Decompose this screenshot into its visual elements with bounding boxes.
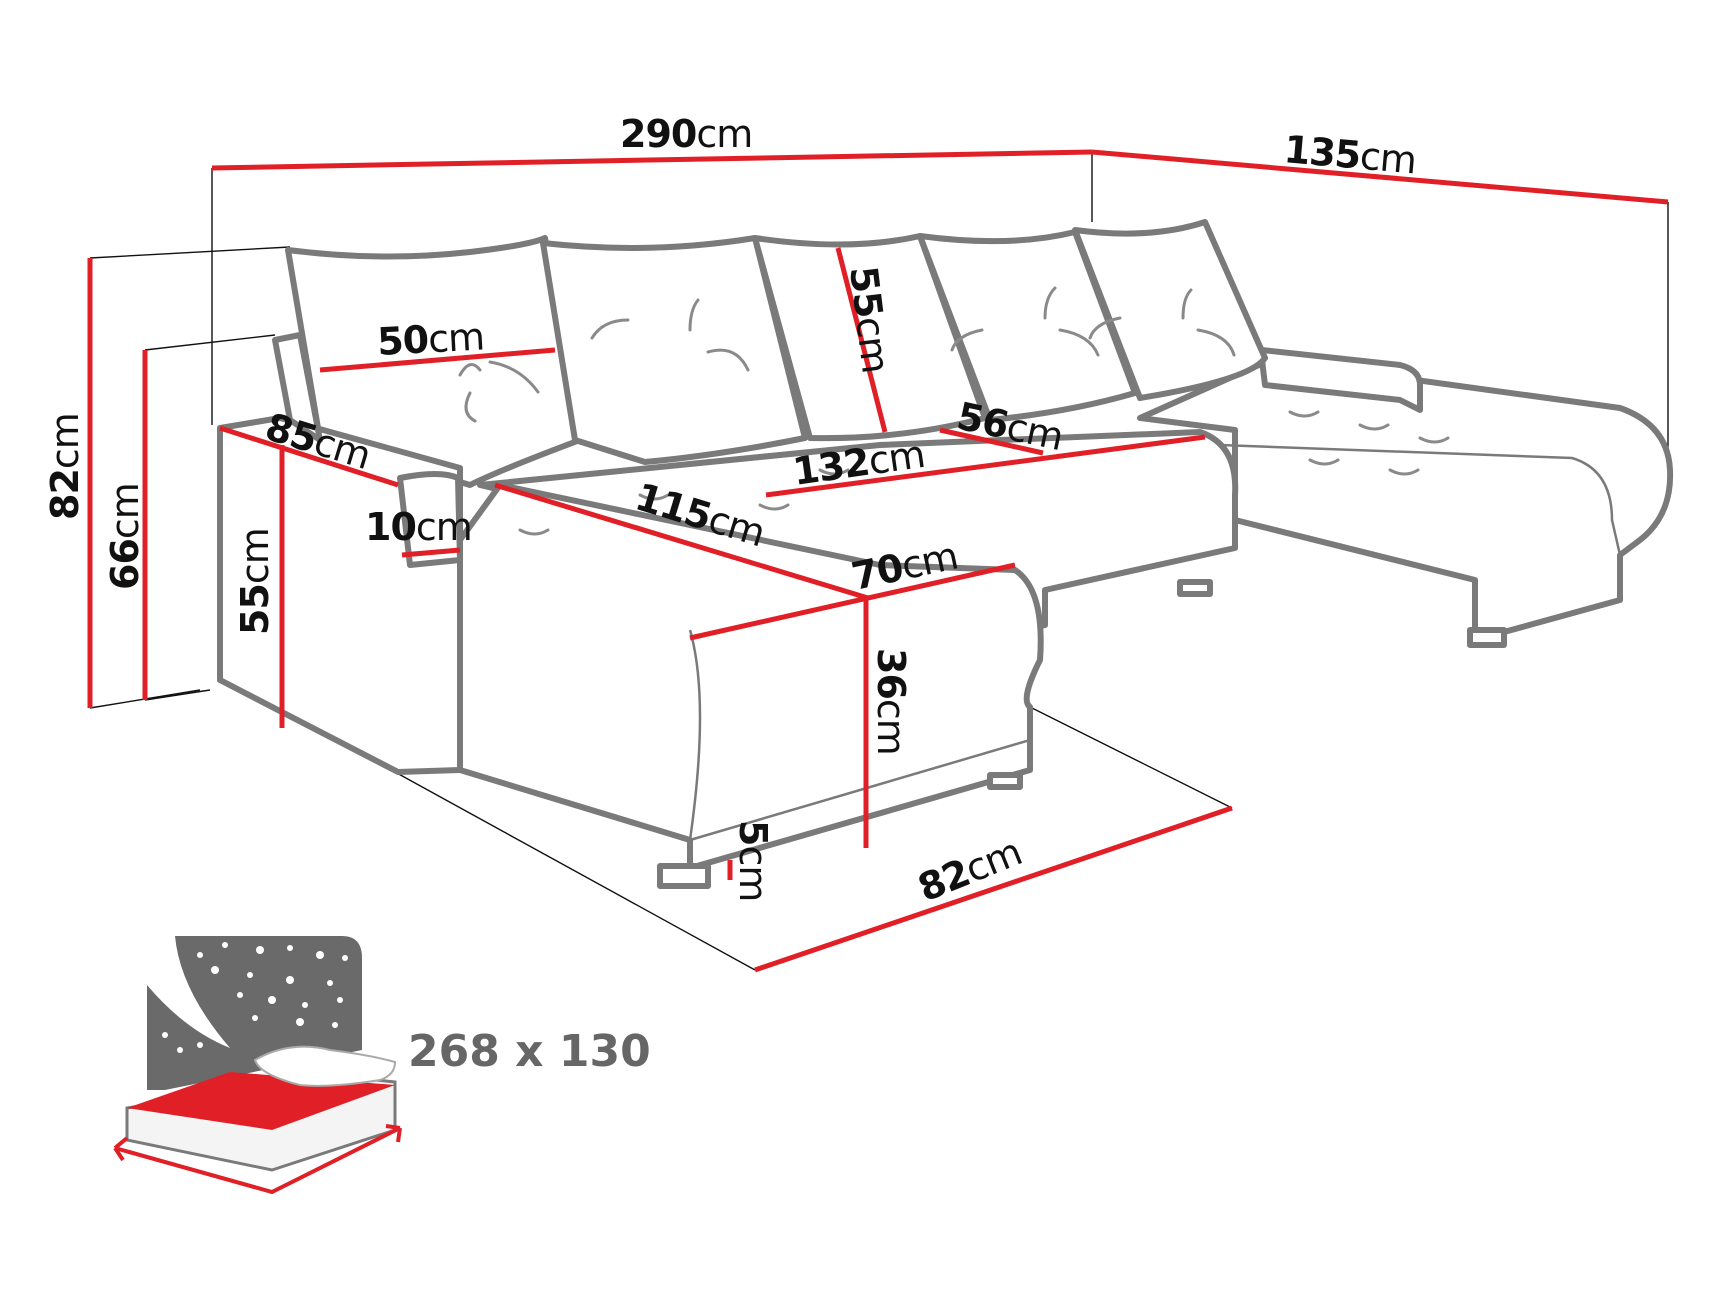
dimension-lines <box>87 149 1669 973</box>
label-seat-depth-right: 56cm <box>953 394 1067 459</box>
label-total-width: 290cm <box>620 112 752 156</box>
leg <box>657 863 711 889</box>
label-chaise-width: 135cm <box>1282 127 1418 182</box>
label-total-height: 82cm <box>43 413 87 520</box>
label-seat-height: 36cm <box>869 648 913 755</box>
label-side-seat-height: 55cm <box>233 528 277 635</box>
label-cushion-depth: 50cm <box>376 314 485 364</box>
label-leg-height: 5cm <box>731 820 775 901</box>
sleeping-area-label: 268 x 130 <box>408 1026 651 1077</box>
label-seat-width-center: 132cm <box>790 432 927 494</box>
label-armrest-height: 66cm <box>103 483 147 590</box>
dimension-labels: 290cm 135cm 82cm 66cm 50cm 55cm 85cm 56c… <box>43 112 1418 910</box>
bed-with-stars-icon <box>113 936 402 1195</box>
sofa-illustration <box>217 219 1674 889</box>
label-armrest-width: 10cm <box>365 505 472 549</box>
label-backrest-height: 55cm <box>841 264 898 375</box>
